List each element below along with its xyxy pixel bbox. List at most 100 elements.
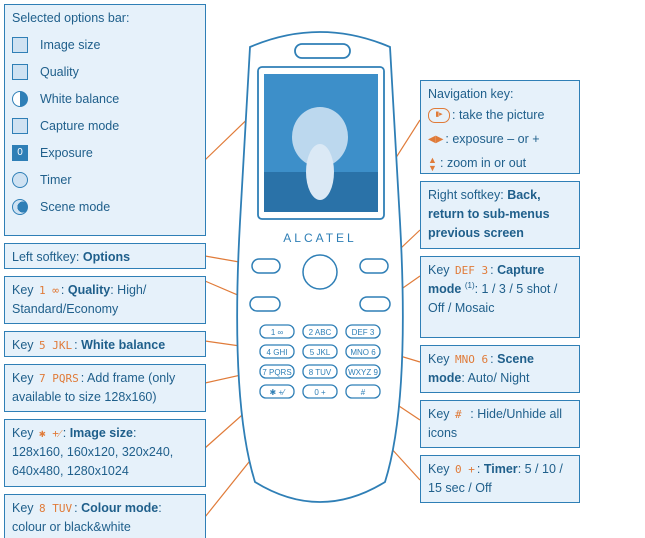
option-label: Exposure bbox=[40, 145, 93, 160]
key-hash-label: # bbox=[361, 388, 366, 397]
colour-bold: Colour mode bbox=[81, 501, 159, 515]
nav-exposure-text: : exposure – or + bbox=[445, 132, 540, 147]
key-2-label: 2 ABC bbox=[309, 328, 332, 337]
frame-rest: : Add frame (only available to size 128x… bbox=[12, 371, 176, 404]
left-softkey-prefix: Left softkey: bbox=[12, 250, 83, 264]
key-star bbox=[259, 384, 295, 399]
key-6 bbox=[345, 344, 381, 359]
key-5-label: 5 JKL bbox=[310, 348, 331, 357]
key-1 bbox=[259, 324, 295, 339]
option-exposure: 0 Exposure bbox=[12, 140, 198, 167]
right-softkey-shape bbox=[359, 258, 389, 274]
key-5-glyph: 5 JKL bbox=[39, 339, 73, 352]
brand-logo: ALCATEL bbox=[283, 231, 356, 245]
exposure-icon: 0 bbox=[12, 145, 28, 162]
ok-key-icon: ▮▸ bbox=[428, 108, 450, 124]
key-8-label: 8 TUV bbox=[309, 368, 332, 377]
white-balance-icon bbox=[12, 91, 28, 108]
scene-rest: : Auto/ Night bbox=[461, 370, 530, 385]
option-scene-mode: Scene mode bbox=[12, 194, 198, 221]
phone-illustration: ALCATEL 1 ∞ 2 ABC DEF 3 4 GHI 5 JKL MNO … bbox=[236, 31, 404, 503]
key-7-glyph: 7 PQRS bbox=[39, 372, 79, 385]
capture-prefix: Key bbox=[428, 263, 450, 277]
image-size-callout: Key ✱ +⁄: Image size: 128x160, 160x120, … bbox=[4, 419, 206, 487]
key-5 bbox=[302, 344, 338, 359]
frame-prefix: Key bbox=[12, 371, 34, 385]
left-right-arrows-icon: ◀▶ bbox=[428, 134, 444, 146]
key-star-label: ✱ +⁄ bbox=[270, 388, 287, 397]
hide-callout: Key # : Hide/Unhide all icons bbox=[420, 400, 580, 448]
quality-bold: Quality bbox=[67, 283, 111, 297]
option-white-balance: White balance bbox=[12, 86, 198, 113]
up-down-arrows-icon: ▲▼ bbox=[428, 154, 437, 173]
option-capture-mode: Capture mode bbox=[12, 113, 198, 140]
scene-bold: Scene mode bbox=[428, 352, 534, 385]
capture-callout: Key DEF 3: Capture mode (1): 1 / 3 / 5 s… bbox=[420, 256, 580, 338]
scene-callout: Key MNO 6: Scene mode: Auto/ Night bbox=[420, 345, 580, 393]
option-quality: Quality bbox=[12, 59, 198, 86]
nav-title: Navigation key: bbox=[428, 87, 514, 101]
timer-bold: Timer bbox=[483, 462, 518, 476]
option-label: Quality bbox=[40, 64, 79, 79]
scene-prefix: Key bbox=[428, 352, 450, 366]
left-softkey-callout: Left softkey: Options bbox=[4, 243, 206, 269]
key-9 bbox=[345, 364, 381, 379]
nav-take-text: : take the picture bbox=[452, 108, 545, 123]
option-label: Timer bbox=[40, 172, 72, 187]
key-6-label: MNO 6 bbox=[350, 348, 376, 357]
capture-mode-icon bbox=[12, 118, 28, 135]
capture-bold: Capture mode bbox=[428, 263, 545, 296]
quality-callout: Key 1 ∞: Quality: High/ Standard/Economy bbox=[4, 276, 206, 324]
capture-rest: : 1 / 3 / 5 shot / Off / Mosaic bbox=[428, 281, 558, 315]
nav-key-shape bbox=[302, 254, 338, 290]
key-0 bbox=[302, 384, 338, 399]
key-3 bbox=[345, 324, 381, 339]
key-9-label: WXYZ 9 bbox=[348, 368, 378, 377]
option-image-size: Image size bbox=[12, 32, 198, 59]
key-3-label: DEF 3 bbox=[352, 328, 375, 337]
colour-rest: colour or black&white bbox=[12, 519, 131, 534]
key-8 bbox=[302, 364, 338, 379]
white-balance-callout: Key 5 JKL: White balance bbox=[4, 331, 206, 357]
lion-figure bbox=[292, 107, 348, 167]
hide-rest: : Hide/Unhide all icons bbox=[428, 407, 562, 440]
timer-callout: Key 0 +: Timer: 5 / 10 / 15 sec / Off bbox=[420, 455, 580, 503]
key-0-glyph: 0 + bbox=[455, 463, 475, 476]
wb-bold: White balance bbox=[81, 338, 166, 352]
key-3-glyph: DEF 3 bbox=[455, 264, 489, 277]
option-label: White balance bbox=[40, 91, 120, 106]
options-bar-title: Selected options bar: bbox=[12, 11, 130, 25]
earpiece bbox=[294, 43, 351, 59]
key-1-label: 1 ∞ bbox=[271, 328, 284, 337]
nav-take-row: ▮▸ : take the picture bbox=[428, 104, 572, 128]
nav-zoom-text: : zoom in or out bbox=[440, 156, 527, 171]
key-4 bbox=[259, 344, 295, 359]
image-size-prefix: Key bbox=[12, 426, 34, 440]
key-8-glyph: 8 TUV bbox=[39, 502, 73, 515]
nav-key-callout: Navigation key: ▮▸ : take the picture ◀▶… bbox=[420, 80, 580, 174]
image-size-rest: 128x160, 160x120, 320x240, 640x480, 1280… bbox=[12, 444, 174, 478]
frame-callout: Key 7 PQRS: Add frame (only available to… bbox=[4, 364, 206, 412]
key-7 bbox=[259, 364, 295, 379]
nav-exposure-row: ◀▶ : exposure – or + bbox=[428, 128, 572, 152]
right-softkey-bold: Back, return to sub-menus previous scree… bbox=[428, 188, 550, 240]
option-label: Scene mode bbox=[40, 199, 111, 214]
key-hash-glyph: # bbox=[455, 408, 469, 421]
colour-prefix: Key bbox=[12, 501, 34, 515]
image-size-icon bbox=[12, 37, 28, 54]
key-6-glyph: MNO 6 bbox=[455, 353, 489, 366]
quality-rest: : High/ Standard/Economy bbox=[12, 283, 147, 316]
key-4-label: 4 GHI bbox=[267, 348, 288, 357]
hide-prefix: Key bbox=[428, 407, 450, 421]
scene-mode-icon bbox=[12, 199, 28, 216]
key-hash bbox=[345, 384, 381, 399]
key-star-glyph: ✱ +⁄ bbox=[39, 427, 61, 440]
key-7-label: 7 PQRS bbox=[262, 368, 291, 377]
left-softkey-shape bbox=[251, 258, 281, 274]
wb-prefix: Key bbox=[12, 338, 34, 352]
key-2 bbox=[302, 324, 338, 339]
options-bar-panel: Selected options bar: Image size Quality… bbox=[4, 4, 206, 236]
quality-icon bbox=[12, 64, 28, 81]
timer-rest: : 5 / 10 / 15 sec / Off bbox=[428, 462, 563, 495]
timer-prefix: Key bbox=[428, 462, 450, 476]
